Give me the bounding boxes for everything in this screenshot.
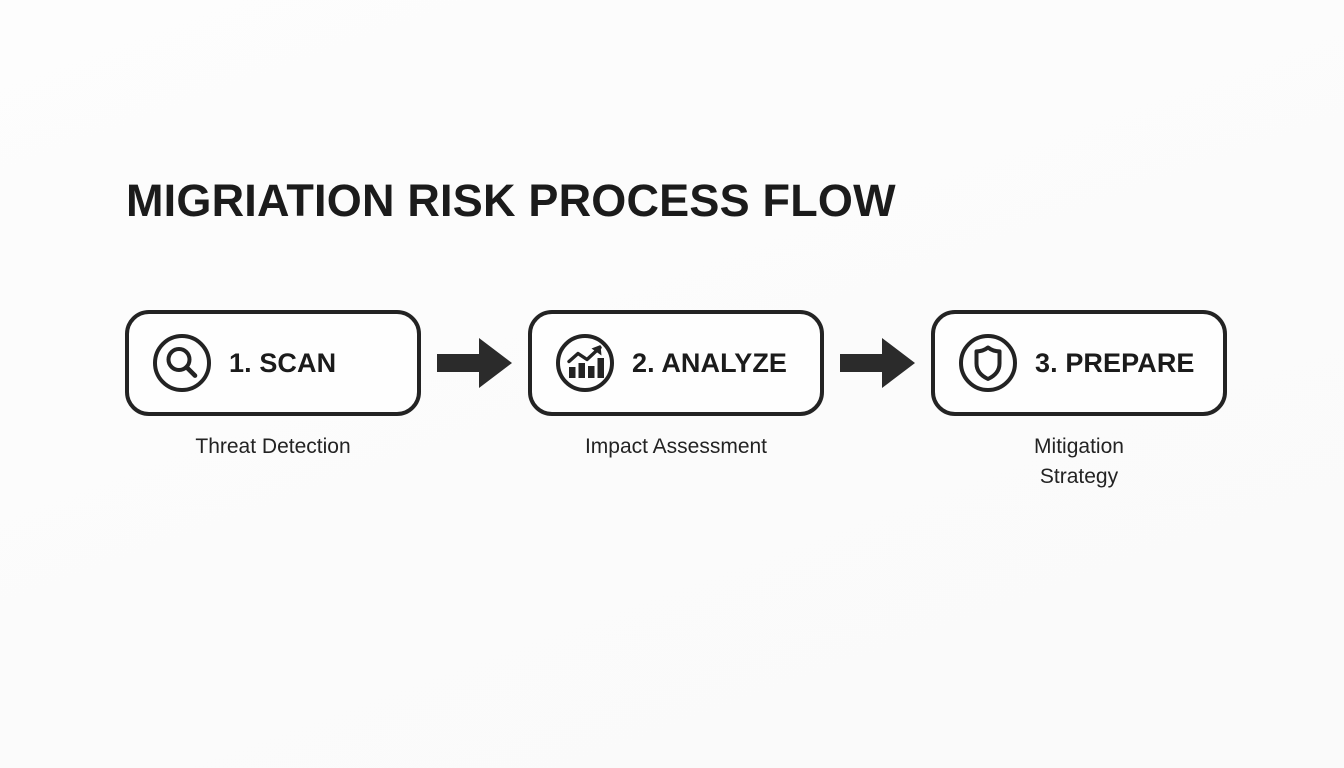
process-step-scan[interactable]: 1. SCAN (125, 310, 421, 416)
shield-circle-icon (957, 332, 1019, 394)
process-step-analyze[interactable]: 2. ANALYZE (528, 310, 824, 416)
caption-spacer (421, 432, 528, 493)
magnifier-circle-icon (151, 332, 213, 394)
process-step-label: 1. SCAN (229, 347, 337, 378)
process-step-label: 3. PREPARE (1035, 347, 1195, 378)
bar-chart-trend-circle-icon (554, 332, 616, 394)
page-title: MIGRIATION RISK PROCESS FLOW (126, 175, 896, 227)
process-caption-impact-assessment: Impact Assessment (584, 435, 768, 458)
process-caption-line-1: Mitigation (1034, 435, 1124, 458)
process-caption-threat-detection: Threat Detection (195, 435, 351, 458)
arrow-right-icon (436, 337, 513, 389)
process-step-label: 2. ANALYZE (632, 347, 788, 378)
connector-arrow-1 (421, 310, 528, 416)
process-step-prepare[interactable]: 3. PREPARE (931, 310, 1227, 416)
process-caption-line-2: Strategy (1039, 465, 1119, 489)
process-captions-row: Threat Detection Impact Assessment Mitig… (125, 432, 1223, 493)
caption-spacer (824, 432, 931, 493)
connector-arrow-2 (824, 310, 931, 416)
process-flow-row: 1. SCAN 2. (125, 310, 1227, 416)
arrow-right-icon (839, 337, 916, 389)
process-caption-mitigation-strategy: Mitigation Strategy (931, 432, 1227, 493)
